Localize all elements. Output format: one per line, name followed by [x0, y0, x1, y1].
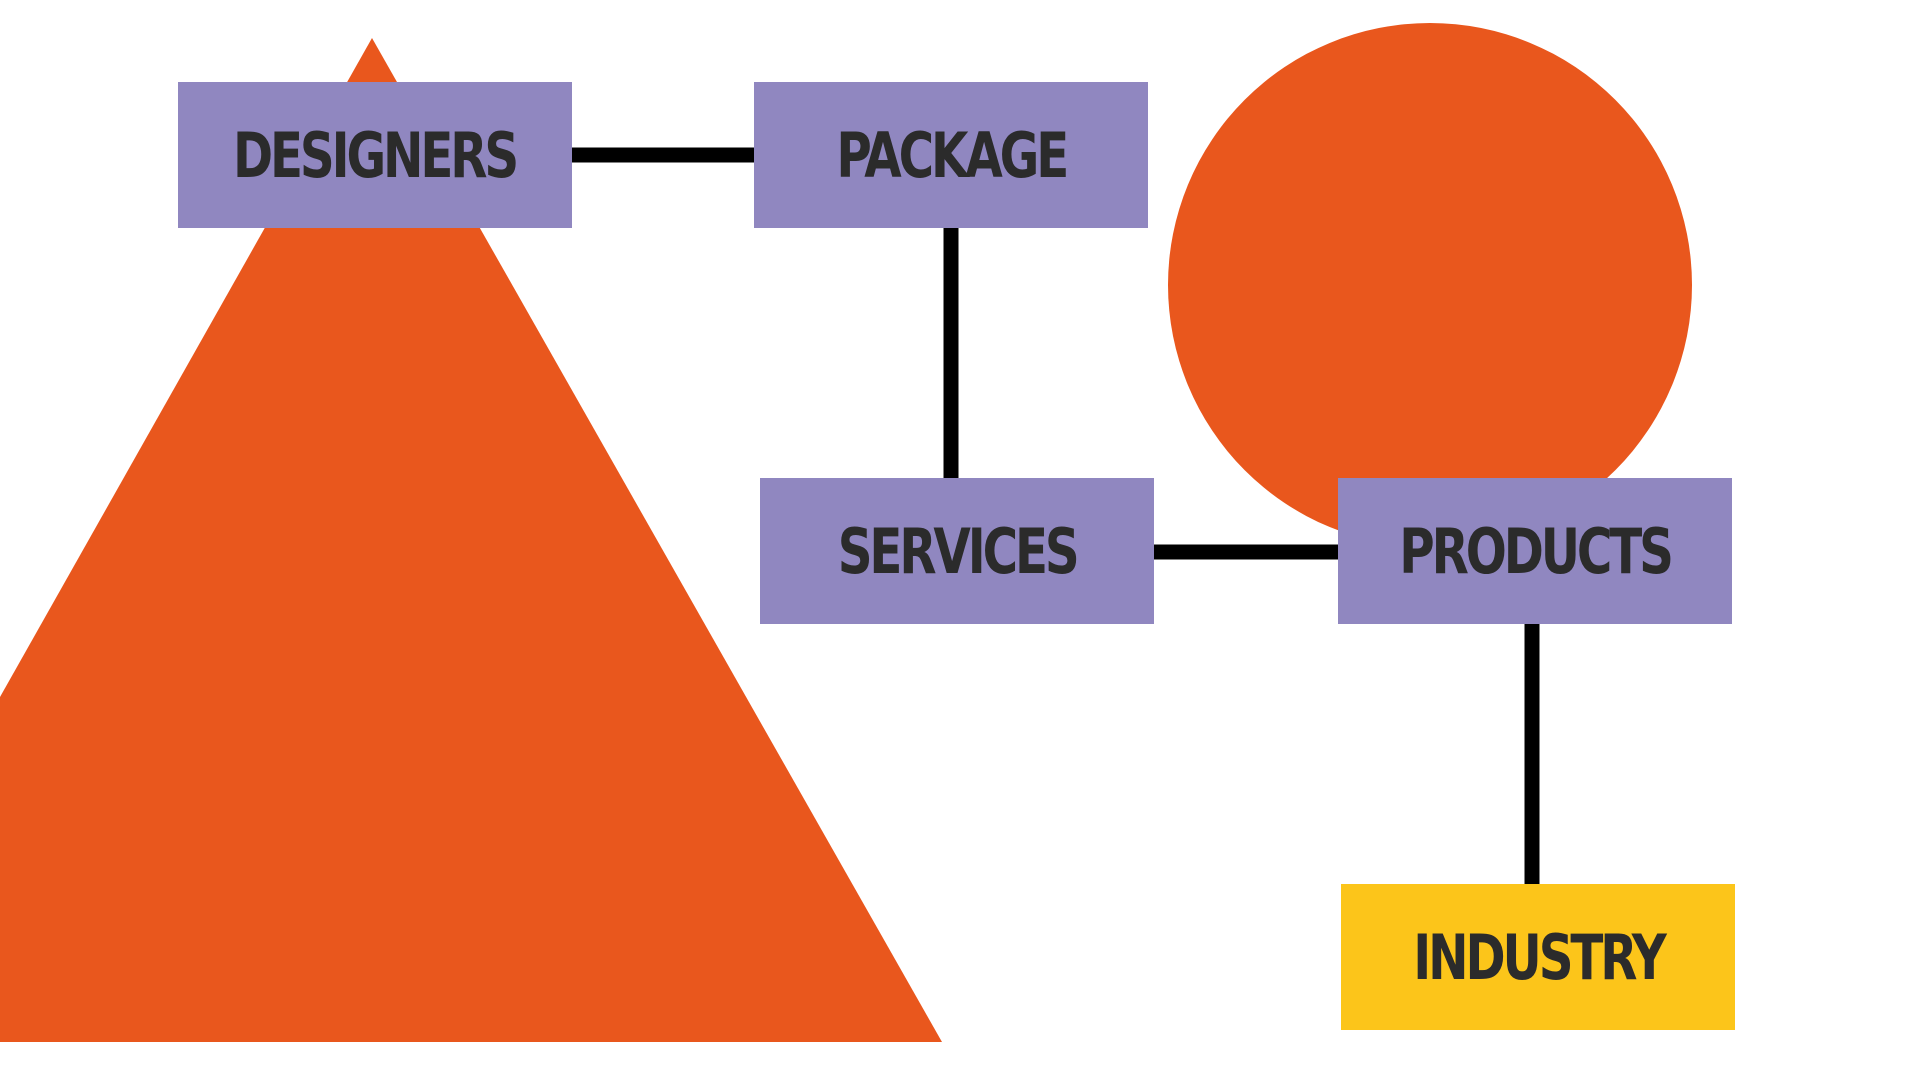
node-services: SERVICES — [760, 478, 1154, 624]
node-label: PRODUCTS — [1399, 514, 1674, 588]
node-label: DESIGNERS — [233, 118, 519, 192]
node-products: PRODUCTS — [1338, 478, 1732, 624]
node-industry: INDUSTRY — [1341, 884, 1735, 1030]
orange-circle — [1168, 23, 1692, 547]
node-label: SERVICES — [837, 514, 1080, 588]
orange-triangle — [0, 38, 942, 1042]
node-label: INDUSTRY — [1412, 920, 1666, 994]
node-label: PACKAGE — [836, 118, 1069, 192]
node-designers: DESIGNERS — [178, 82, 572, 228]
node-package: PACKAGE — [754, 82, 1148, 228]
